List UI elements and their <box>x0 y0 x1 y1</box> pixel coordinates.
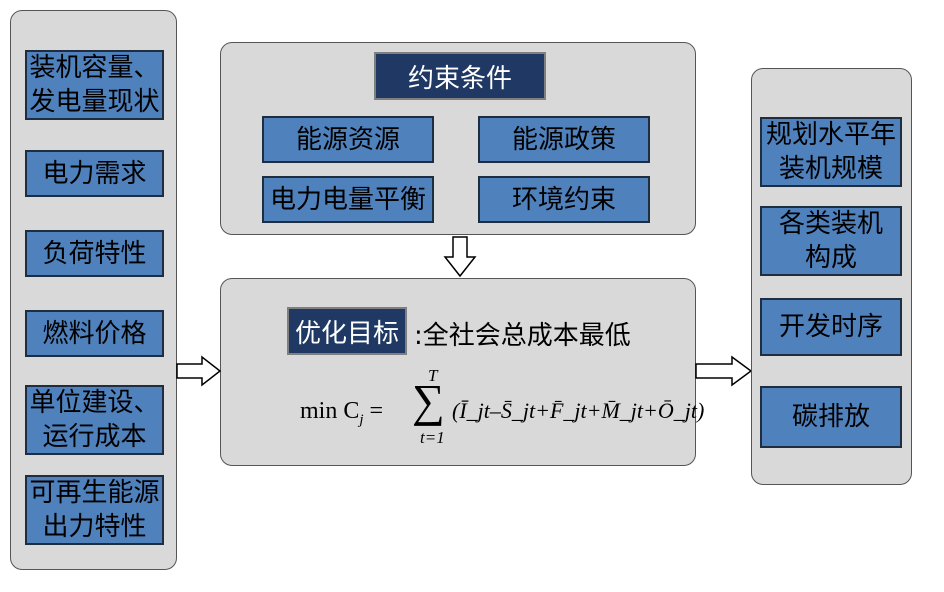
constraint-energy-policy: 能源政策 <box>478 116 650 163</box>
input-box-load-characteristics: 负荷特性 <box>25 230 164 277</box>
constraints-title: 约束条件 <box>374 52 546 100</box>
formula-equals: = <box>363 398 384 424</box>
right-arrow-in <box>176 355 222 387</box>
constraint-environment: 环境约束 <box>478 176 650 223</box>
formula-sum-lower: t=1 <box>420 428 445 447</box>
output-box-carbon-emission: 碳排放 <box>760 386 902 448</box>
output-box-installed-scale: 规划水平年 装机规模 <box>760 117 902 187</box>
input-box-fuel-price: 燃料价格 <box>25 310 164 357</box>
objective-label: 优化目标 <box>287 307 407 355</box>
input-box-unit-cost: 单位建设、 运行成本 <box>25 385 164 455</box>
constraint-energy-resources: 能源资源 <box>262 116 434 163</box>
objective-formula: min Cj = T ∑ t=1 (Ī_jt–S̄_jt+F̄_jt+M̄_jt… <box>300 366 704 450</box>
objective-description: :全社会总成本最低 <box>414 321 631 351</box>
input-box-installed-capacity: 装机容量、 发电量现状 <box>25 50 164 120</box>
output-box-capacity-mix: 各类装机 构成 <box>760 206 902 276</box>
formula-lhs: min C <box>300 398 360 424</box>
output-box-development-sequence: 开发时序 <box>760 298 902 356</box>
sum-symbol: ∑ <box>412 375 445 426</box>
input-box-power-demand: 电力需求 <box>25 150 164 197</box>
constraint-power-balance: 电力电量平衡 <box>262 176 434 223</box>
formula-sum-upper: T <box>428 366 438 385</box>
formula-lhs-subscript: j <box>359 411 364 428</box>
right-arrow-out <box>695 355 753 387</box>
formula-body: (Ī_jt–S̄_jt+F̄_jt+M̄_jt+Ō_jt) <box>452 398 705 423</box>
down-arrow <box>443 236 477 278</box>
input-box-renewable-output: 可再生能源 出力特性 <box>25 475 164 545</box>
